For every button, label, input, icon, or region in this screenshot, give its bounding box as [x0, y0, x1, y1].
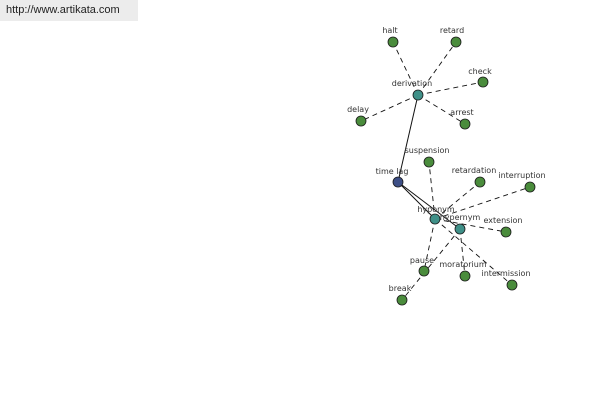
node-label: hypernym	[440, 213, 481, 222]
node-intermission[interactable]: intermission	[481, 269, 531, 291]
node-dot[interactable]	[477, 76, 489, 88]
edge-derivation-halt	[392, 41, 419, 96]
edge-derivation-arrest	[417, 94, 466, 125]
node-dot[interactable]	[524, 181, 536, 193]
node-break[interactable]: break	[389, 284, 412, 306]
node-dot[interactable]	[450, 36, 462, 48]
edge-time_lag-hypernym	[397, 181, 461, 230]
node-delay[interactable]: delay	[347, 105, 369, 127]
node-check[interactable]: check	[468, 67, 492, 88]
edge-time_lag-derivation	[397, 94, 419, 183]
node-retardation[interactable]: retardation	[452, 166, 497, 188]
node-label: suspension	[405, 146, 450, 155]
node-dot[interactable]	[392, 176, 404, 188]
node-dot[interactable]	[396, 294, 408, 306]
node-retard[interactable]: retard	[440, 26, 464, 48]
node-label: hyponym	[417, 205, 455, 214]
node-dot[interactable]	[459, 270, 471, 282]
node-label: break	[389, 284, 412, 293]
edge-hyponym-interruption	[434, 186, 531, 220]
node-label: derivation	[392, 79, 432, 88]
node-moratorium[interactable]: moratorium	[439, 260, 487, 282]
node-label: retard	[440, 26, 464, 35]
node-label: moratorium	[439, 260, 486, 269]
node-dot[interactable]	[355, 115, 367, 127]
node-interruption[interactable]: interruption	[498, 171, 546, 193]
edge-hyponym-extension	[434, 218, 507, 233]
node-dot[interactable]	[387, 36, 399, 48]
node-label: pause	[410, 256, 434, 265]
node-suspension[interactable]: suspension	[405, 146, 450, 168]
node-time-lag[interactable]: time lag	[376, 167, 409, 188]
node-label: interruption	[498, 171, 545, 180]
node-halt[interactable]: halt	[382, 26, 399, 48]
edge-hyponym-suspension	[428, 161, 436, 220]
edge-derivation-check	[417, 81, 484, 96]
node-label: halt	[382, 26, 397, 35]
edge-hyponym-retardation	[434, 181, 481, 220]
url-bar: http://www.artikata.com	[0, 0, 138, 21]
edge-hypernym-break	[401, 228, 461, 301]
node-label: delay	[347, 105, 369, 114]
node-arrest[interactable]: arrest	[450, 108, 474, 130]
node-dot[interactable]	[506, 279, 518, 291]
site-url-link[interactable]: http://www.artikata.com	[6, 4, 120, 16]
node-label: intermission	[481, 269, 530, 278]
node-dot[interactable]	[412, 89, 424, 101]
node-dot[interactable]	[474, 176, 486, 188]
edge-hyponym-intermission	[434, 218, 513, 286]
edge-time_lag-hyponym	[397, 181, 436, 220]
node-dot[interactable]	[459, 118, 471, 130]
edge-derivation-delay	[360, 94, 419, 122]
node-label: check	[468, 67, 492, 76]
graph-edges	[360, 41, 531, 301]
node-extension[interactable]: extension	[484, 216, 523, 238]
node-hyponym[interactable]: hyponym	[417, 205, 455, 225]
node-dot[interactable]	[500, 226, 512, 238]
node-dot[interactable]	[429, 213, 441, 225]
edge-derivation-retard	[417, 41, 457, 96]
node-dot[interactable]	[454, 223, 466, 235]
node-hypernym[interactable]: hypernym	[440, 213, 481, 235]
edge-hypernym-moratorium	[459, 228, 466, 277]
node-derivation[interactable]: derivation	[392, 79, 432, 101]
node-label: retardation	[452, 166, 497, 175]
node-label: arrest	[450, 108, 473, 117]
node-dot[interactable]	[418, 265, 430, 277]
node-label: extension	[484, 216, 523, 225]
node-label: time lag	[376, 167, 409, 176]
node-pause[interactable]: pause	[410, 256, 434, 277]
node-dot[interactable]	[423, 156, 435, 168]
